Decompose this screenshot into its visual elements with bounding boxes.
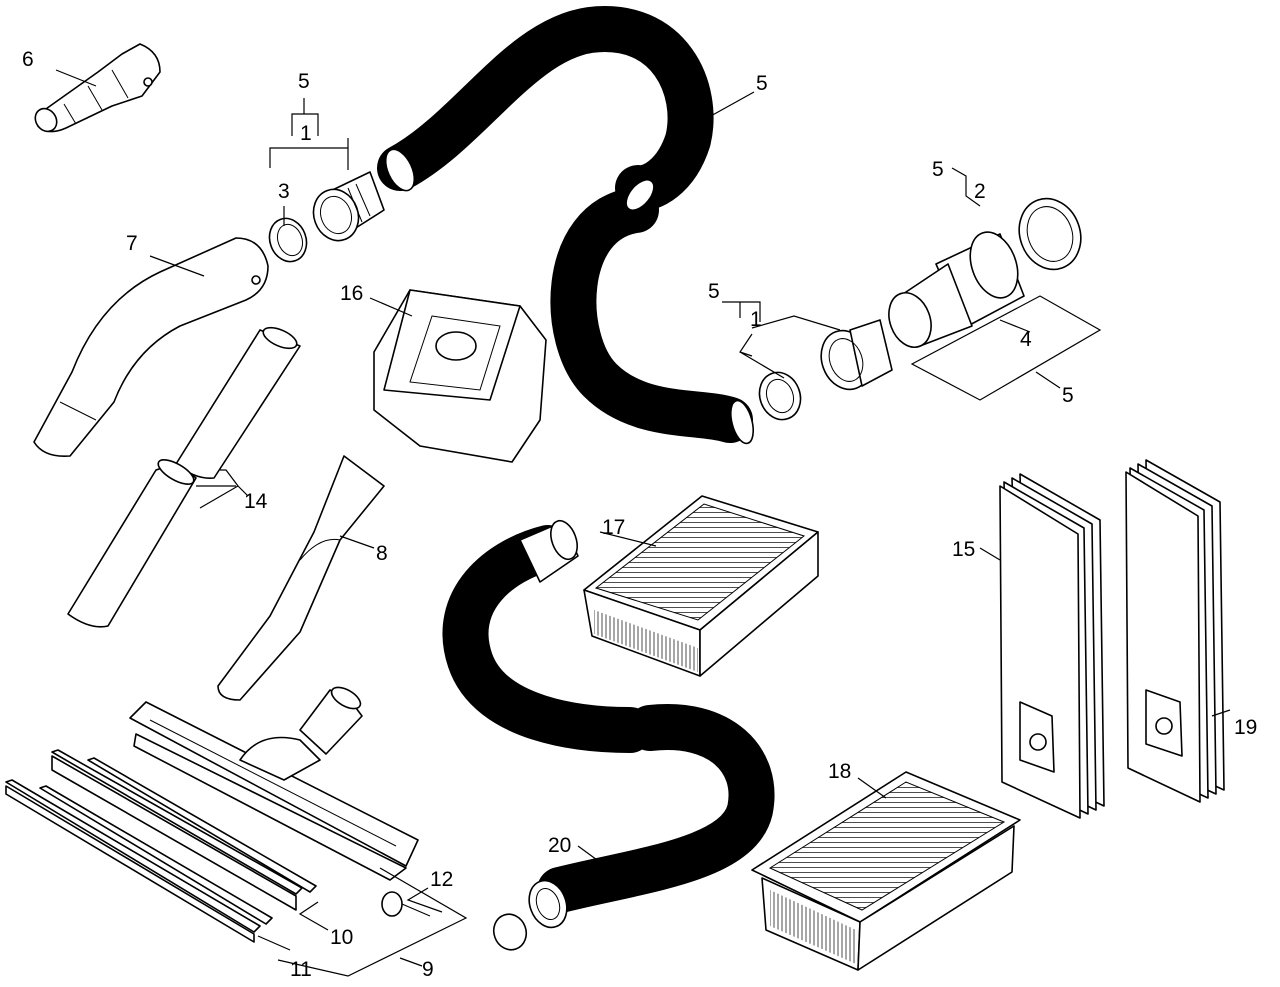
callout-16: 16 xyxy=(340,282,363,305)
rubber-strip-part-10 xyxy=(51,749,317,911)
dust-box-part-16 xyxy=(373,289,547,463)
callout-5-hose: 5 xyxy=(756,72,768,95)
suction-hose-part-20 xyxy=(442,519,775,951)
callout-9: 9 xyxy=(422,958,434,981)
adapter-part-6 xyxy=(34,43,161,133)
wheel-part-12 xyxy=(381,891,431,917)
rubber-strip-part-11 xyxy=(5,779,273,943)
hose-cuff-part-1-top xyxy=(312,171,385,242)
callout-1-top: 1 xyxy=(300,122,312,145)
clamp-ring-part-3 xyxy=(268,217,308,263)
filter-bag-part-19 xyxy=(1125,459,1225,803)
callout-labels: 6 5 1 3 5 7 16 5 2 5 1 4 5 14 8 17 15 19… xyxy=(22,48,1257,981)
handle-bend-part-7 xyxy=(33,237,269,458)
callout-10: 10 xyxy=(330,926,353,949)
callout-15: 15 xyxy=(952,538,975,561)
callout-5-top: 5 xyxy=(298,70,310,93)
callout-19: 19 xyxy=(1234,716,1257,739)
leader-lines xyxy=(55,69,1231,977)
callout-14: 14 xyxy=(244,490,268,513)
suction-hose-upper xyxy=(377,6,755,445)
callout-18: 18 xyxy=(828,760,851,783)
callout-5-bottom-right: 5 xyxy=(1062,384,1074,407)
callout-11: 11 xyxy=(290,958,312,981)
callout-6: 6 xyxy=(22,48,34,71)
flat-filter-part-17 xyxy=(583,495,819,677)
callout-12: 12 xyxy=(430,868,453,891)
hose-cuff-part-4 xyxy=(888,231,1025,348)
floor-nozzle-part-9 xyxy=(129,686,419,881)
panel-filter-part-18 xyxy=(751,771,1021,971)
suction-tube-part-14 xyxy=(67,326,301,628)
hose-cuff-part-1-mid xyxy=(758,319,893,421)
crevice-nozzle-part-8 xyxy=(217,455,385,701)
callout-5-right: 5 xyxy=(932,158,944,181)
callout-2: 2 xyxy=(974,180,986,203)
callout-20: 20 xyxy=(548,834,571,857)
callout-17: 17 xyxy=(602,516,625,539)
filter-bag-part-15 xyxy=(999,473,1105,819)
callout-1-mid: 1 xyxy=(750,308,762,331)
callout-5-mid: 5 xyxy=(708,280,720,303)
callout-7: 7 xyxy=(126,232,138,255)
callout-3: 3 xyxy=(278,180,290,203)
callout-8: 8 xyxy=(376,542,388,565)
callout-4: 4 xyxy=(1020,328,1032,351)
clamp-ring-part-2 xyxy=(1018,197,1082,271)
